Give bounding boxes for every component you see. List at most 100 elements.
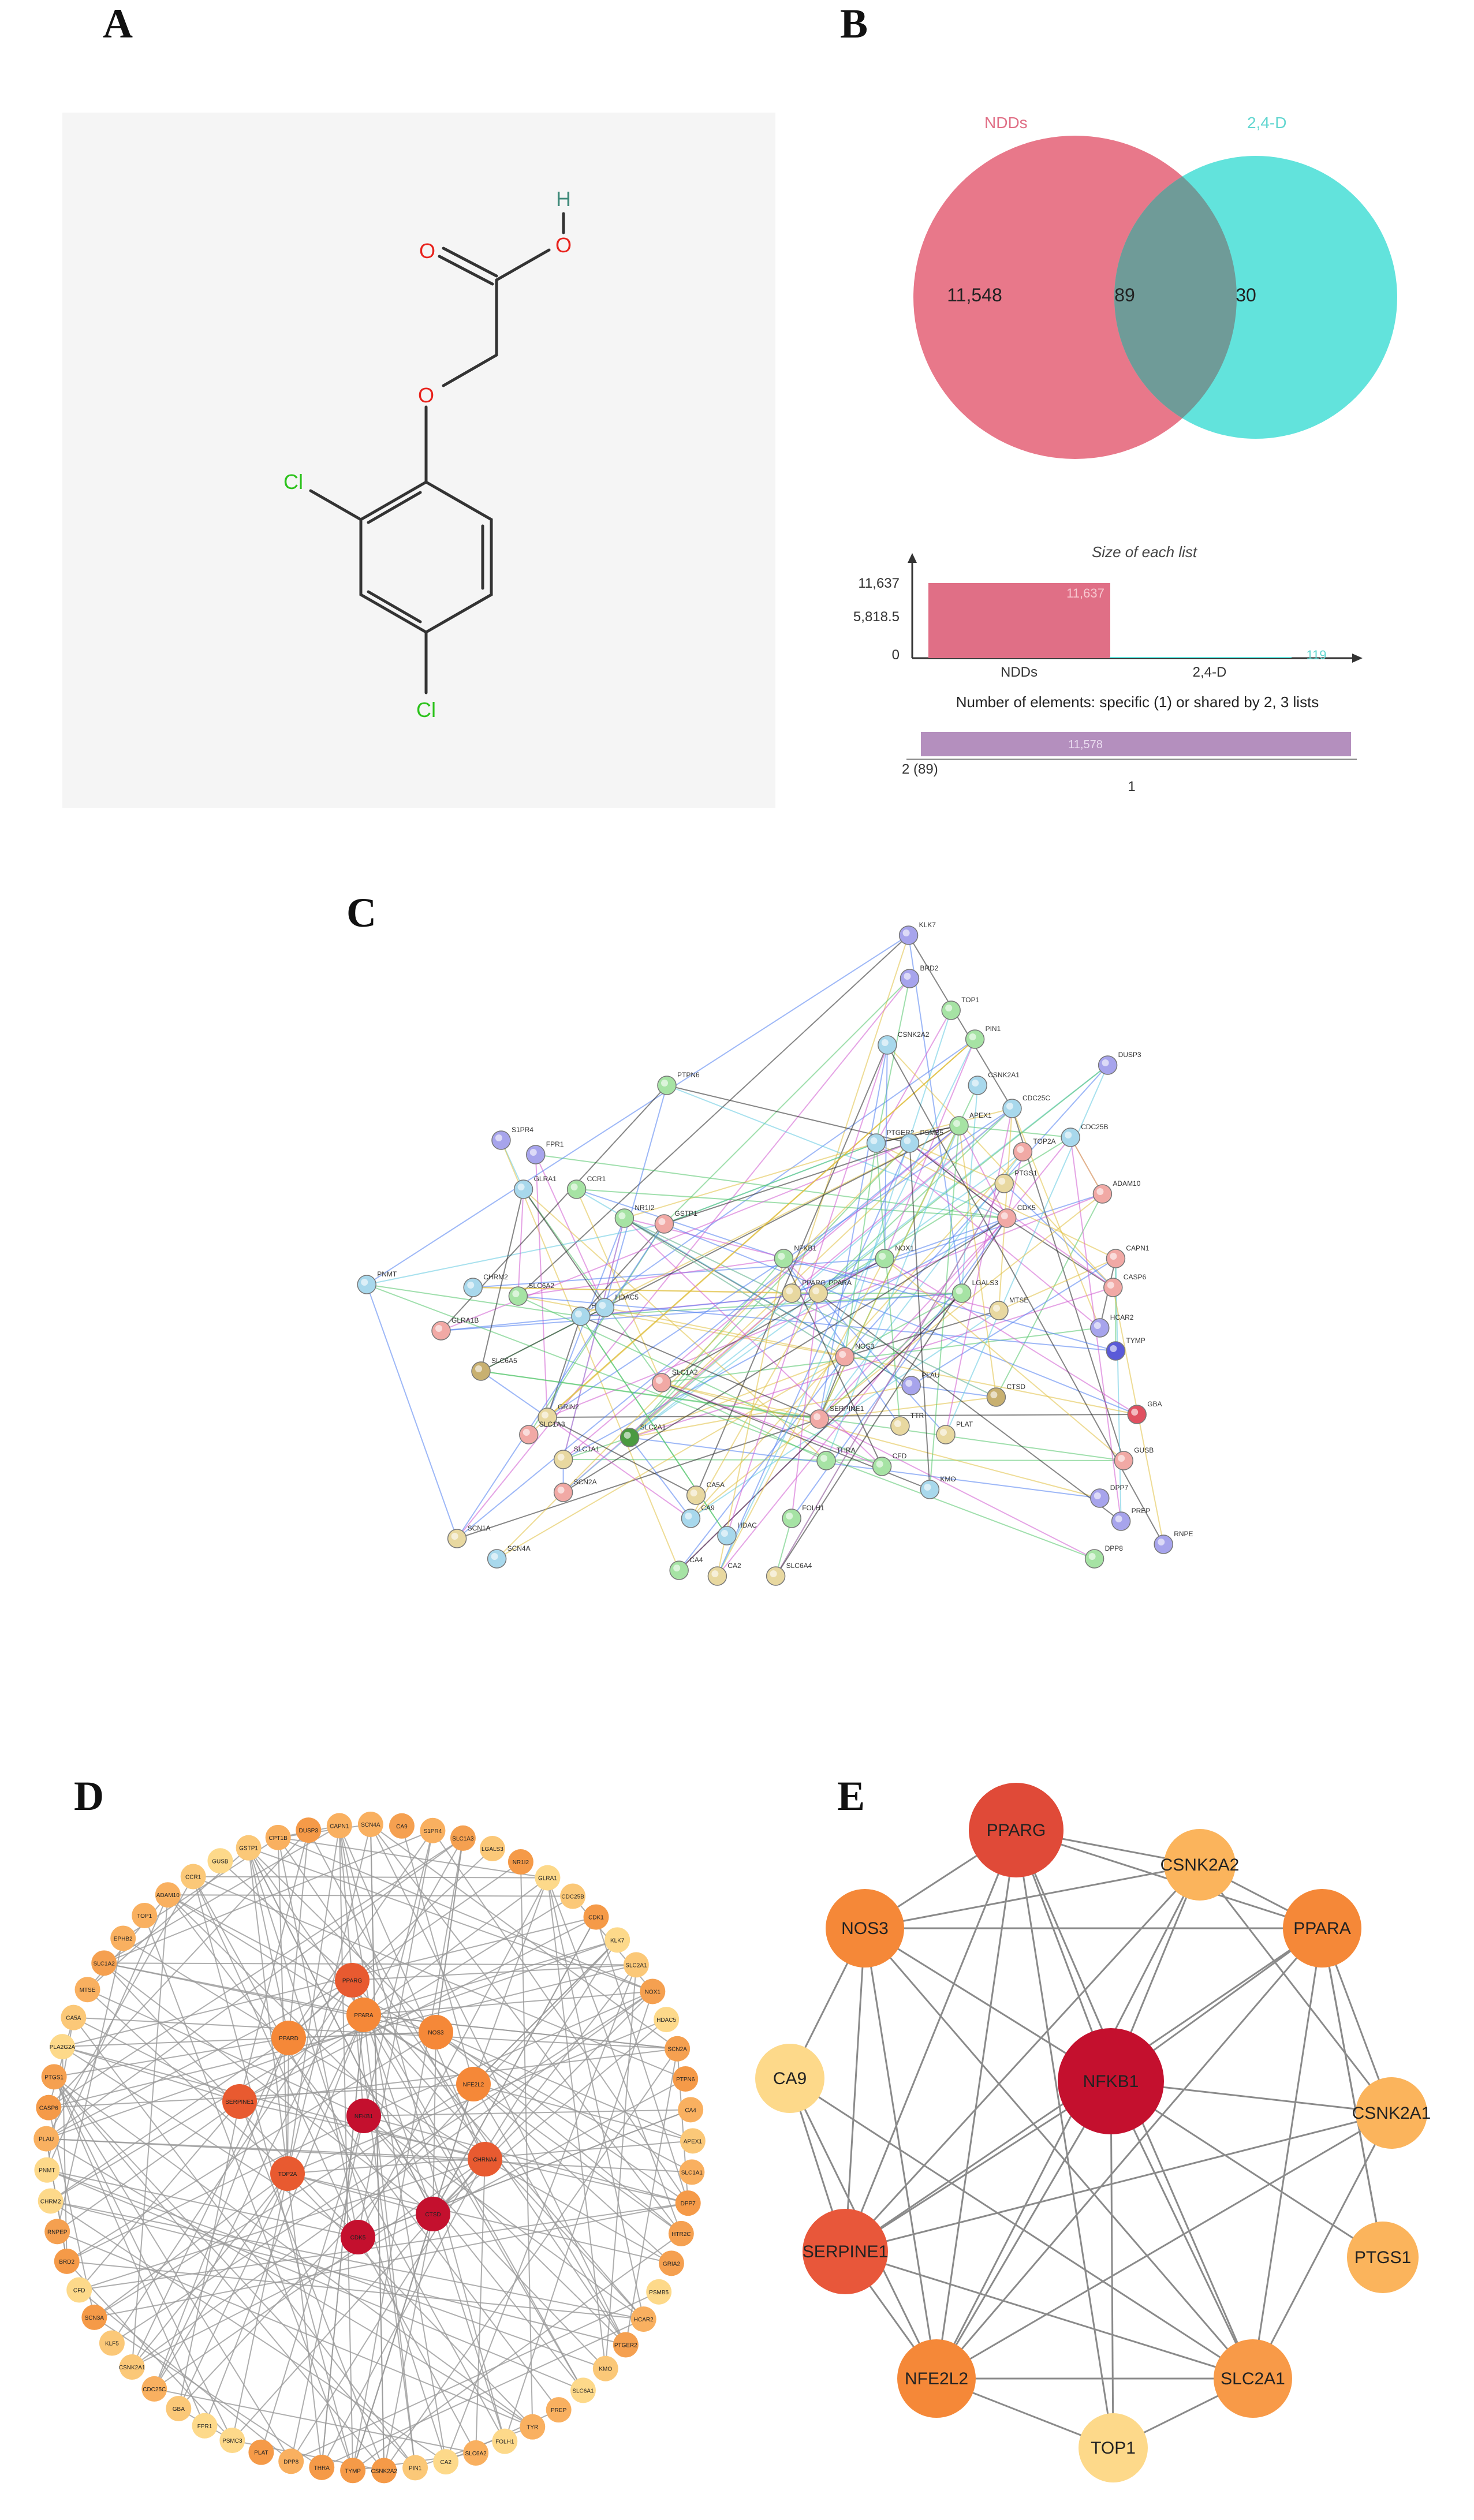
ppi-edge (547, 1414, 1137, 1418)
circle-edge (352, 1861, 521, 1981)
ppi-node-glint (902, 929, 910, 936)
circle-ring-node-label: RNPEP (47, 2229, 68, 2235)
circle-inner-node-label: PPARD (279, 2036, 298, 2042)
ppi-edge (818, 1137, 1071, 1294)
circle-edge (103, 1962, 434, 2215)
ppi-edge (624, 1218, 883, 1467)
circle-ring-node: PSMC3 (219, 2428, 245, 2454)
ppi-node-glint (894, 1420, 901, 1427)
circle-edge (547, 1877, 606, 2369)
circle-ring-node-label: CCR1 (185, 1875, 201, 1881)
ppi-node: MTSE (989, 1296, 1028, 1320)
circle-ring-node-shape (180, 1864, 206, 1890)
ppi-node-label: FOLH1 (802, 1504, 824, 1512)
circle-inner-node-label: CTSD (425, 2212, 441, 2218)
ppi-node-glint (1115, 1515, 1122, 1522)
ppi-edge (547, 1417, 697, 1496)
ppi-node-label: CA2 (727, 1562, 741, 1570)
ppi-node: NR1I2 (614, 1204, 655, 1228)
ppi-edge (909, 1143, 931, 1490)
circle-edge (232, 2173, 288, 2441)
circle-edge (363, 2115, 688, 2204)
circle-ring-node: RNPEP (44, 2219, 70, 2245)
circle-ring-node: SLC6A2 (463, 2440, 489, 2466)
ppi-node-glint (940, 1429, 947, 1436)
circle-ring-node-shape (560, 1883, 586, 1909)
ppi-node-glint (904, 973, 911, 980)
circle-inner-node: PPARA (346, 1998, 381, 2032)
circle-ring-node-shape (119, 2354, 145, 2380)
circle-edge (193, 1876, 548, 1879)
circle-ring-node-shape (507, 1849, 533, 1875)
circle-ring-node-shape (546, 2397, 572, 2423)
circle-ring-node-shape (389, 1813, 415, 1839)
circle-edge (288, 1830, 309, 2039)
circle-edge (57, 1938, 124, 2232)
circle-ring-node-label: PLA2G2A (50, 2044, 76, 2051)
ppi-node-glint (924, 1484, 931, 1491)
ppi-node-glint (517, 1184, 525, 1190)
ppi-node-label: CCR1 (587, 1175, 606, 1183)
ppi-node-glint (624, 1432, 631, 1439)
circle-ring-node-label: GLRA1 (538, 1876, 557, 1882)
ppi-edge (844, 1065, 1109, 1357)
ppi-node-glint (467, 1282, 475, 1289)
circle-ring-node-label: MTSE (80, 1987, 96, 1993)
ppi-node-label: TTR (910, 1412, 924, 1420)
ppi-node: DPP8 (1084, 1544, 1123, 1569)
ppi-network: KLK7BRD2TOP1PIN1DUSP3PTPN6CSNK2A2CSNK2A1… (357, 921, 1193, 1586)
circle-edge (435, 2032, 689, 2204)
atom-h: H (556, 187, 571, 211)
circle-ring-node: CHRM2 (38, 2188, 64, 2214)
ppi-edge (717, 1258, 785, 1577)
circle-ring-node: FOLH1 (492, 2428, 518, 2454)
hub-node-label: CA9 (773, 2069, 807, 2088)
hub-edge (1015, 1830, 1114, 2448)
ppi-node-glint (945, 1005, 953, 1011)
circle-edge (432, 1991, 654, 2215)
ppi-node-glint (839, 1351, 846, 1358)
atom-cl-para: Cl (416, 698, 436, 722)
ppi-node: CCR1 (566, 1175, 606, 1199)
ppi-node: CSNK2A2 (878, 1031, 930, 1055)
ppi-edge (535, 1154, 1007, 1219)
atom-cl-ortho: Cl (283, 470, 303, 494)
circle-edge (338, 1825, 447, 2462)
ppi-node-glint (876, 1461, 883, 1468)
ppi-node-glint (495, 1134, 502, 1141)
circle-edge (239, 1916, 596, 2102)
bond-carbonyl-2 (438, 255, 494, 286)
ppi-edge (580, 1316, 820, 1420)
circle-ring-node-shape (492, 2428, 518, 2454)
size-tick-mid: 5,818.5 (853, 609, 900, 625)
ppi-node-glint (361, 1279, 368, 1286)
circle-ring-node-shape (520, 2414, 546, 2440)
circle-edge (132, 2213, 434, 2368)
circle-ring-node-shape (340, 2458, 366, 2484)
ppi-edge (678, 1356, 845, 1571)
circle-ring-node: CSNK2A2 (371, 2458, 397, 2484)
ppi-node-label: SCN1A (468, 1524, 491, 1532)
circle-ring-node-shape (219, 2428, 245, 2454)
ppi-edge (480, 1371, 548, 1418)
elements-chart-title: Number of elements: specific (1) or shar… (956, 693, 1319, 711)
circle-ring-node-label: SLC1A3 (452, 1836, 474, 1842)
hub-node-label: TOP1 (1091, 2439, 1136, 2458)
ppi-edge (783, 1258, 901, 1427)
circle-ring-node: TOP1 (132, 1902, 158, 1928)
circle-inner-node: CTSD (416, 2197, 450, 2231)
ppi-node: PTGS1 (994, 1169, 1038, 1193)
size-bar-24d-label: 2,4-D (1193, 664, 1227, 680)
circle-edge (111, 1991, 653, 2344)
circle-edge (363, 2115, 584, 2391)
ppi-node-glint (1118, 1455, 1125, 1462)
bond-ch2-o (442, 353, 498, 387)
circle-ring-node-shape (141, 2376, 167, 2402)
circle-ring-node: DPP8 (278, 2448, 304, 2474)
circle-edge (46, 1980, 353, 2140)
circle-inner-node-shape (270, 2156, 305, 2191)
ppi-node: PIN1 (965, 1025, 1001, 1049)
circle-edge (48, 2017, 74, 2108)
